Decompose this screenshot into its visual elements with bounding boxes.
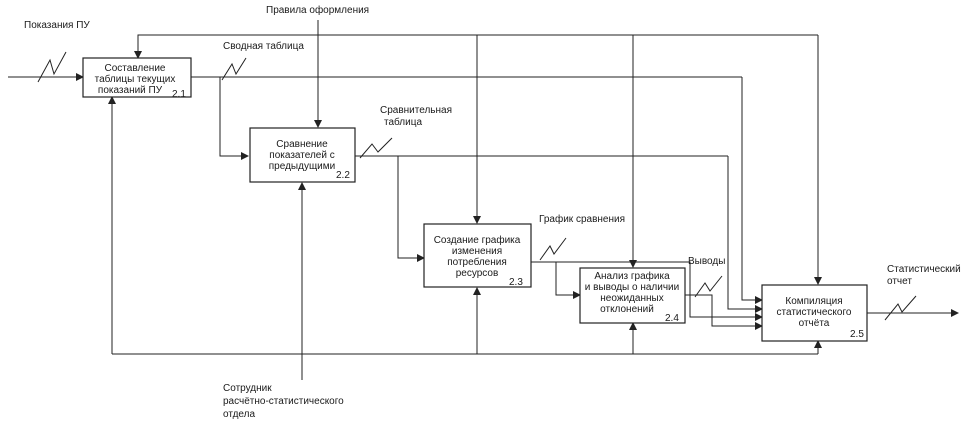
squiggle-output: [884, 295, 917, 321]
block-2-1-box: [82, 57, 192, 98]
squiggle-input: [37, 51, 67, 83]
label-output-line-2: отчет: [887, 276, 912, 287]
block-2-4-number: 2.4: [665, 313, 679, 324]
block-2-1-line-2: таблицы текущих: [95, 73, 176, 85]
connectors: [8, 20, 959, 380]
block-2-5: Компиляция статистического отчёта 2.5: [761, 284, 868, 342]
arrow-compare-to-2-5: [727, 156, 763, 313]
block-2-3-line-4: ресурсов: [456, 268, 499, 279]
block-2-4-line-1: Анализ графика: [594, 270, 670, 282]
arrow-summary-to-2-5: [741, 77, 763, 304]
block-2-5-box: [761, 284, 868, 342]
squiggle-conclusions: [694, 275, 723, 298]
arrow-conclusions-to-2-5: [685, 294, 763, 330]
block-2-1-line-3: показаний ПУ: [98, 85, 163, 96]
block-2-5-number: 2.5: [850, 329, 864, 340]
label-compare-line-2: таблица: [384, 116, 422, 128]
block-2-3-line-1: Создание графика: [434, 234, 521, 246]
block-2-4-line-3: неожиданных: [600, 293, 663, 304]
label-mechanism-line-1: Сотрудник: [223, 383, 272, 394]
block-2-3-box: [423, 223, 532, 288]
block-2-2-line-1: Сравнение: [276, 139, 328, 150]
label-input-readings: Показания ПУ: [24, 20, 90, 31]
block-2-5-line-2: статистического: [777, 307, 852, 318]
block-2-1-line-1: Составление: [105, 63, 166, 74]
squiggle-compare: [359, 137, 393, 159]
label-control-rules: Правила оформления: [266, 4, 369, 16]
block-2-4-line-2: и выводы о наличии: [585, 282, 679, 293]
block-2-2-line-3: предыдущими: [269, 161, 335, 172]
label-graph: График сравнения: [539, 213, 625, 225]
block-2-3-number: 2.3: [509, 277, 523, 288]
block-2-3-line-3: потребления: [447, 256, 507, 268]
arrow-graph-to-2-5: [556, 261, 763, 321]
block-2-1: Составление таблицы текущих показаний ПУ…: [82, 57, 192, 100]
block-2-2: Сравнение показателей с предыдущими 2.2: [249, 127, 356, 183]
squiggle-graph: [539, 237, 567, 261]
block-2-4-box: [579, 267, 686, 324]
labels: Показания ПУ Правила оформления Сводная …: [24, 4, 961, 420]
label-summary-table: Сводная таблица: [223, 40, 304, 52]
block-2-5-line-1: Компиляция: [785, 296, 842, 307]
squiggle-summary: [221, 57, 247, 81]
label-conclusions: Выводы: [688, 256, 725, 267]
label-output-line-1: Статистический: [887, 264, 961, 275]
arrow-summary-to-2-2: [219, 77, 249, 160]
block-2-3: Создание графика изменения потребления р…: [423, 223, 532, 288]
block-2-5-line-3: отчёта: [799, 318, 830, 329]
arrow-feedback-top: [134, 34, 818, 59]
arrow-compare-to-2-3: [397, 156, 425, 262]
block-2-2-box: [249, 127, 356, 183]
arrow-graph-to-2-4: [555, 262, 581, 299]
block-2-2-line-2: показателей с: [269, 150, 334, 161]
label-mechanism-line-3: отдела: [223, 409, 255, 420]
label-compare-line-1: Сравнительная: [380, 105, 452, 116]
block-2-4: Анализ графика и выводы о наличии неожид…: [579, 267, 686, 324]
label-mechanism-line-2: расчётно-статистического: [223, 396, 344, 407]
block-2-1-number: 2.1: [172, 89, 186, 100]
block-2-2-number: 2.2: [336, 170, 350, 181]
block-2-4-line-4: отклонений: [600, 304, 654, 315]
block-2-3-line-2: изменения: [452, 246, 502, 257]
